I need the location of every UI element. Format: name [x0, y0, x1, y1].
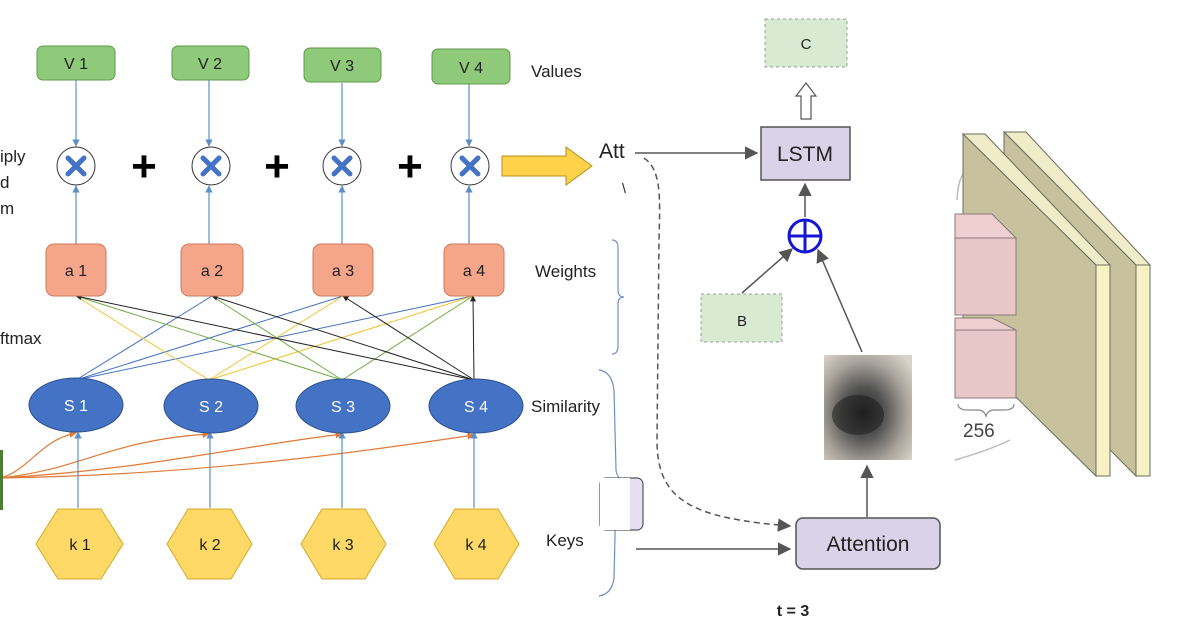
attention-mechanism: V 1 V 2 V 3 V 4 [0, 45, 629, 597]
similarity-node-2: S 2 [163, 378, 259, 434]
weight-similarity-links [75, 294, 477, 381]
multiply-circle-4 [450, 146, 490, 186]
c-label: C [801, 36, 812, 53]
hollow-up-arrow-icon [794, 82, 818, 120]
attention-image [824, 355, 912, 460]
cut-text-v: \ [622, 180, 626, 196]
multiply-circle-2 [191, 146, 231, 186]
query-box-edge [0, 450, 3, 510]
cut-label-sum: m [0, 199, 14, 218]
plus-sign-3: + [397, 142, 423, 191]
similarity-node-4: S 4 [428, 378, 524, 434]
cnn-diagram: 256 [954, 130, 1152, 478]
sum-circle-icon [787, 218, 823, 254]
cut-label-and: d [0, 173, 9, 192]
value-label-3: V 3 [330, 58, 354, 75]
value-node-4: V 4 [431, 48, 511, 85]
cnn-pink-block-top [954, 213, 1018, 316]
weight-node-4: a 4 [443, 243, 505, 297]
row-label-values: Values [531, 62, 582, 81]
similarity-label-3: S 3 [331, 399, 355, 416]
similarity-node-1: S 1 [28, 377, 124, 433]
weight-label-3: a 3 [332, 263, 354, 280]
time-step-label: t = 3 [777, 603, 810, 620]
cut-label-multiply: iply [0, 147, 26, 166]
key-node-2: k 2 [166, 508, 253, 580]
value-label-2: V 2 [198, 56, 222, 73]
cut-text-att: Att [599, 140, 625, 163]
value-label-4: V 4 [459, 60, 483, 77]
key-label-3: k 3 [332, 537, 353, 554]
key-label-4: k 4 [465, 537, 486, 554]
value-label-1: V 1 [64, 56, 88, 73]
row-label-weights: Weights [535, 262, 596, 281]
value-node-1: V 1 [36, 45, 116, 81]
weight-node-3: a 3 [312, 243, 374, 297]
plus-sign-2: + [264, 142, 290, 191]
cut-box-mask [600, 478, 630, 530]
arrow-image-to-sum [816, 248, 863, 353]
cnn-feature-map-front [961, 132, 1112, 478]
multiply-circle-1 [56, 146, 96, 186]
row-label-keys: Keys [546, 531, 584, 550]
cut-label-softmax: ftmax [0, 329, 42, 348]
brace-weights [611, 239, 625, 355]
value-node-2: V 2 [171, 45, 250, 81]
similarity-label-4: S 4 [464, 399, 488, 416]
key-node-4: k 4 [433, 508, 520, 580]
cnn-pink-block-bottom [954, 317, 1017, 399]
multiply-circle-3 [322, 146, 362, 186]
cnn-dimension-brace [957, 403, 1015, 418]
weight-label-4: a 4 [463, 263, 485, 280]
key-label-1: k 1 [69, 537, 90, 554]
vertical-flow-arrows [72, 80, 478, 508]
weight-node-2: a 2 [180, 243, 244, 297]
key-label-2: k 2 [199, 537, 220, 554]
similarity-label-1: S 1 [64, 398, 88, 415]
weight-label-1: a 1 [65, 263, 87, 280]
output-arrow-icon [501, 146, 593, 186]
arrow-b-to-sum [741, 248, 794, 294]
similarity-node-3: S 3 [295, 378, 391, 434]
key-node-1: k 1 [35, 508, 124, 580]
row-label-similarity: Similarity [531, 397, 600, 416]
lstm-node: LSTM [760, 126, 851, 181]
similarity-label-2: S 2 [199, 399, 223, 416]
attention-label: Attention [827, 533, 910, 556]
query-curves [0, 430, 475, 479]
plus-sign-1: + [131, 142, 157, 191]
key-node-3: k 3 [300, 508, 387, 580]
weight-node-1: a 1 [45, 243, 107, 297]
cnn-dimension-label: 256 [963, 421, 995, 442]
b-node: B [700, 293, 783, 343]
c-node: C [764, 18, 848, 68]
b-label: B [737, 313, 747, 330]
lstm-label: LSTM [777, 143, 833, 166]
value-node-3: V 3 [303, 47, 382, 83]
lstm-attention-diagram: Att \ C LSTM B [599, 18, 941, 620]
attention-node: Attention [795, 517, 941, 570]
weight-label-2: a 2 [201, 263, 223, 280]
